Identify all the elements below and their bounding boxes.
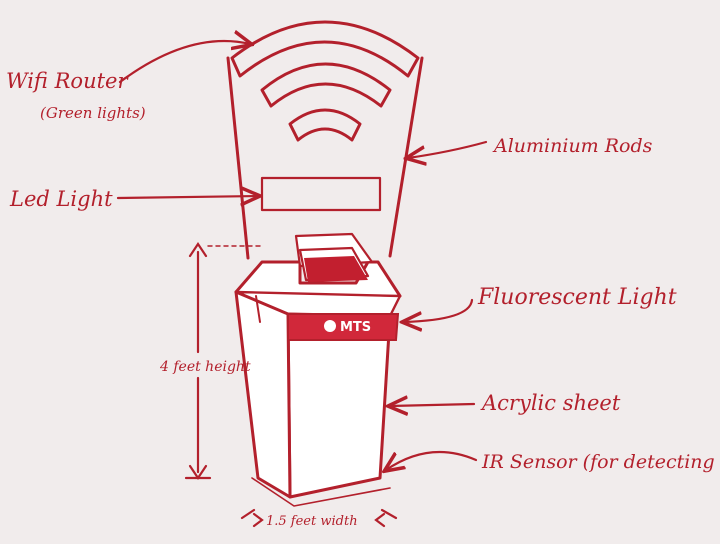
brand-logo-icon	[324, 320, 336, 332]
fluorescent-light-label: Fluorescent Light	[477, 285, 677, 310]
brand-label: MTS	[340, 320, 371, 335]
aluminium-rods	[226, 56, 424, 260]
acrylic-sheet-arrow	[390, 404, 476, 406]
wifi-router-arrow	[118, 41, 250, 84]
aluminium-rods-label: Aluminium Rods	[492, 135, 653, 157]
width-label: 1.5 feet width	[266, 514, 358, 529]
wifi-router-note: (Green lights)	[40, 104, 146, 122]
led-light-arrow	[116, 196, 258, 198]
brand-band	[287, 313, 400, 341]
wifi-icon	[230, 20, 420, 142]
height-dimension	[184, 242, 263, 480]
acrylic-sheet-label: Acrylic sheet	[480, 391, 621, 415]
fluorescent-light-arrow	[404, 298, 474, 322]
width-dimension	[240, 508, 398, 528]
dustbin	[234, 260, 402, 507]
height-label: 4 feet height	[159, 359, 251, 375]
led-light-panel	[260, 176, 382, 212]
led-light-label: Led Light	[9, 187, 113, 211]
ir-sensor-label: IR Sensor (for detecting obje	[481, 451, 720, 473]
wifi-router-label: Wifi Router	[6, 69, 129, 93]
aluminium-rods-arrow	[408, 140, 488, 158]
ir-sensor-arrow	[386, 450, 478, 470]
